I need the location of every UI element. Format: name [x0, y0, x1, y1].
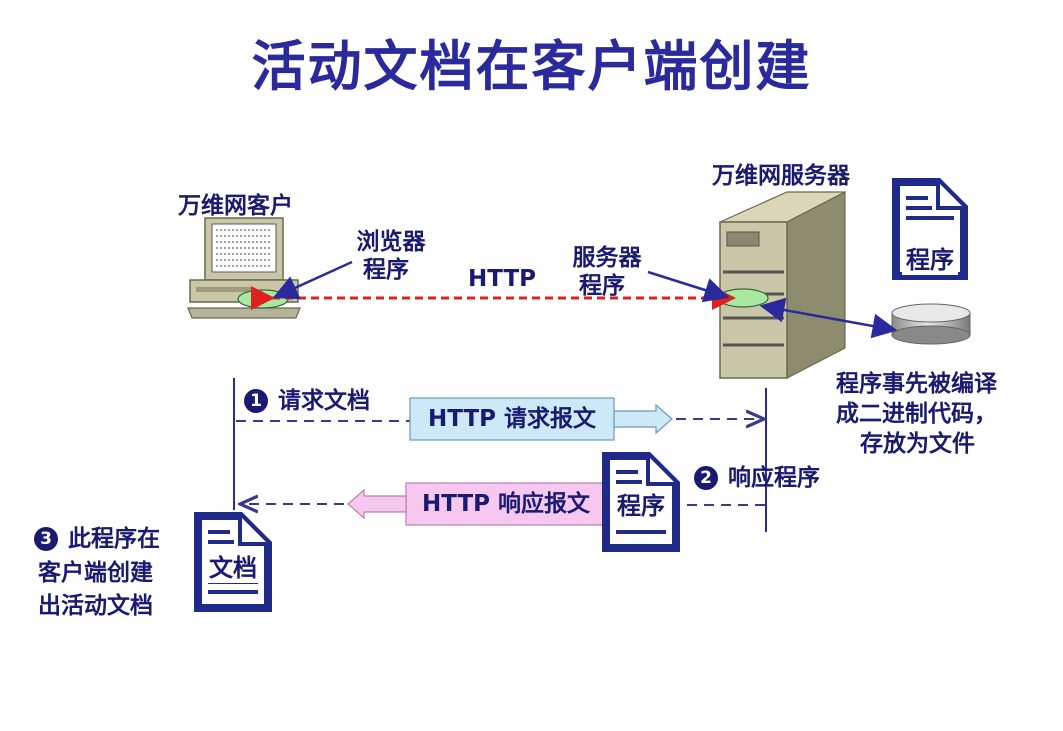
step-1-number-badge: 1 — [244, 389, 268, 413]
response-block-arrow — [347, 488, 407, 520]
storage-pointer-line — [759, 297, 898, 339]
server-label: 万维网服务器 — [712, 163, 850, 189]
request-message-box — [409, 397, 615, 441]
server-tower-icon — [719, 191, 846, 379]
browser-program-ellipse — [237, 289, 289, 309]
client-document-label: 文档 — [204, 548, 262, 583]
http-label: HTTP — [468, 266, 537, 292]
server-program-label-line1: 服务器 — [572, 245, 642, 271]
step-3-text-line1: 此程序在 — [68, 526, 160, 552]
step-1-label: 1 请求文档 — [244, 381, 370, 415]
browser-pointer-line — [272, 260, 353, 300]
step-3-number-badge: 3 — [34, 527, 58, 551]
step-1-text: 请求文档 — [278, 388, 370, 414]
client-computer-icon — [187, 217, 301, 319]
step-2-text: 响应程序 — [728, 465, 820, 491]
disk-storage-icon — [891, 303, 971, 345]
step-3-label: 3 此程序在 — [34, 519, 160, 553]
step-2-number-badge: 2 — [694, 466, 718, 490]
page-title: 活动文档在客户端创建 — [251, 35, 812, 98]
browser-label-line2: 程序 — [363, 257, 409, 283]
server-document-label: 程序 — [902, 240, 958, 275]
browser-label-line1: 浏览器 — [356, 229, 426, 255]
request-message-label: HTTP 请求报文 — [427, 406, 597, 432]
storage-note-line3: 存放为文件 — [860, 431, 975, 457]
server-program-pointer-line — [647, 270, 730, 303]
response-document-label: 程序 — [612, 486, 670, 521]
step-2-label: 2 响应程序 — [694, 458, 820, 492]
response-message-box — [405, 482, 607, 526]
step-3-text-line3: 出活动文档 — [38, 593, 153, 619]
storage-note-line1: 程序事先被编译 — [836, 371, 997, 397]
response-message-label: HTTP 响应报文 — [421, 491, 591, 517]
server-program-label-line2: 程序 — [579, 273, 625, 299]
step-3-text-line2: 客户端创建 — [38, 560, 153, 586]
client-label: 万维网客户 — [178, 193, 293, 219]
request-block-arrow — [613, 403, 673, 435]
server-program-ellipse — [717, 288, 769, 308]
storage-note-line2: 成二进制代码， — [836, 401, 997, 427]
